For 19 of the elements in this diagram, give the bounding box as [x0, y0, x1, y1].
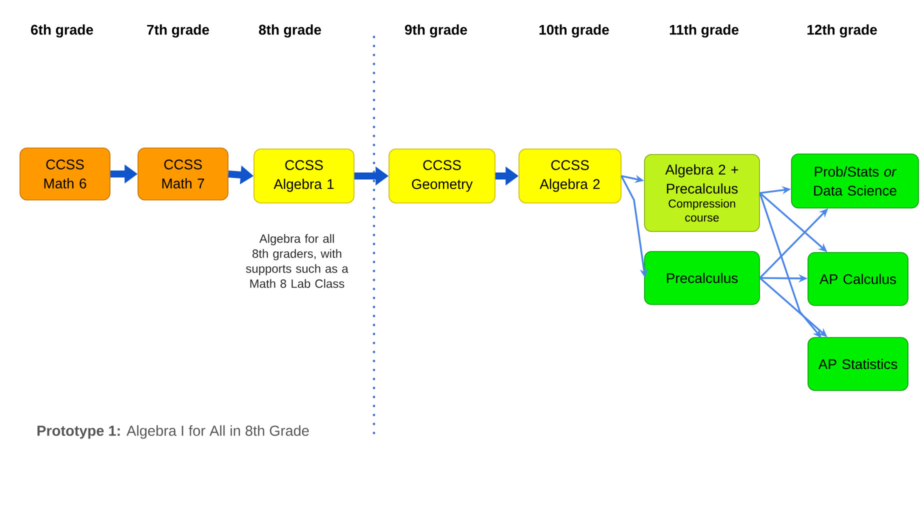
grade-heading: 10th grade: [539, 24, 609, 38]
grade-heading: 11th grade: [670, 24, 739, 38]
grade-heading: 6th grade: [31, 24, 94, 38]
caption: Prototype 1: Algebra I for All in 8th Grade: [38, 425, 309, 439]
course-box: CCSS Algebra 2: [518, 148, 622, 204]
course-box: CCSS Algebra 1: [254, 148, 354, 204]
grade-heading: 12th grade: [807, 24, 877, 38]
course-box: AP Statistics: [808, 337, 908, 391]
course-box: Prob/Stats or Data Science: [791, 154, 919, 208]
grade-heading: 7th grade: [147, 24, 210, 38]
course-box: CCSS Math 7: [138, 148, 228, 200]
course-box: Precalculus: [644, 251, 760, 305]
course-box: Algebra 2 + Precalculus Compression course: [644, 154, 760, 232]
note-text: Algebra for all 8th graders, with supports such as a Math 8 Lab Class: [246, 234, 348, 288]
course-box: AP Calculus: [808, 252, 908, 306]
course-box: CCSS Geometry: [388, 148, 496, 204]
grade-heading: 9th grade: [404, 24, 468, 38]
grade-heading: 8th grade: [258, 24, 322, 38]
course-box: CCSS Math 6: [20, 148, 110, 200]
